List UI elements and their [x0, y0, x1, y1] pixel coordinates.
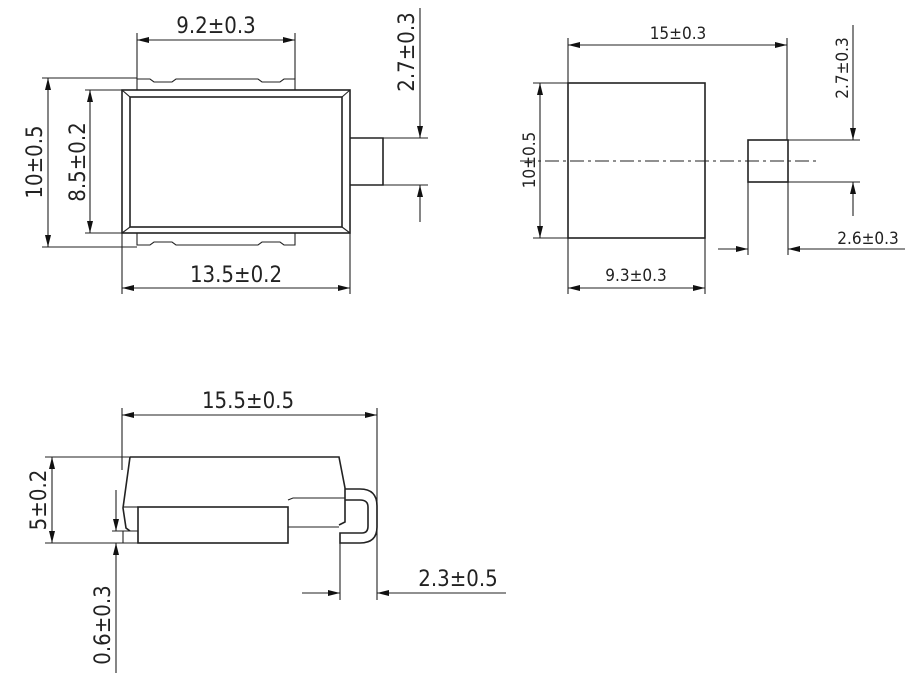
dimension-body-length: 13.5±0.2 — [121, 233, 351, 294]
dim-label: 2.7±0.3 — [395, 12, 420, 92]
dimension-lead-bend: 2.3±0.5 — [302, 543, 506, 600]
body-outline — [121, 78, 428, 246]
dim-label: 15±0.3 — [650, 24, 707, 44]
dim-label: 2.7±0.3 — [833, 37, 853, 98]
dimension-body-height: 8.5±0.2 — [66, 89, 122, 234]
dim-label: 15.5±0.5 — [202, 389, 294, 414]
dimension-height: 5±0.2 — [27, 456, 130, 544]
dimension-terminal-width: 9.2±0.3 — [136, 14, 296, 79]
dim-label: 2.3±0.5 — [418, 567, 498, 592]
side-view: 15.5±0.5 5±0.2 0.6±0.3 2.3±0.5 — [27, 389, 506, 673]
dimension-pad-height: 10±0.5 — [520, 82, 568, 239]
dim-label: 10±0.5 — [520, 132, 540, 189]
dimension-small-pad-width: 2.6±0.3 — [718, 182, 905, 255]
dim-label: 13.5±0.2 — [190, 263, 282, 288]
j-lead — [339, 488, 378, 544]
dimension-standoff: 0.6±0.3 — [91, 490, 130, 673]
dim-label: 9.2±0.3 — [176, 14, 256, 39]
dimension-small-pad-height: 2.7±0.3 — [788, 25, 860, 216]
dimension-lead-width: 2.7±0.3 — [395, 8, 423, 222]
hatched-section — [137, 506, 289, 544]
dimension-overall-length: 15.5±0.5 — [121, 389, 378, 600]
footprint-view: 15±0.3 10±0.5 2.7±0.3 2.6±0.3 9.3±0.3 — [520, 24, 905, 294]
top-view: 9.2±0.3 2.7±0.3 10±0.5 8.5±0.2 13.5±0.2 — [23, 8, 428, 294]
dimension-overall-length: 15±0.3 — [567, 24, 788, 140]
dimension-overall-height: 10±0.5 — [23, 77, 137, 248]
dim-label: 5±0.2 — [27, 470, 52, 531]
dimension-pad-width: 9.3±0.3 — [567, 238, 706, 294]
dim-label: 8.5±0.2 — [66, 122, 91, 202]
dim-label: 0.6±0.3 — [91, 585, 116, 665]
dim-label: 9.3±0.3 — [605, 266, 666, 286]
dim-label: 2.6±0.3 — [837, 229, 898, 249]
side-body-outline — [122, 456, 378, 544]
dim-label: 10±0.5 — [23, 125, 48, 198]
